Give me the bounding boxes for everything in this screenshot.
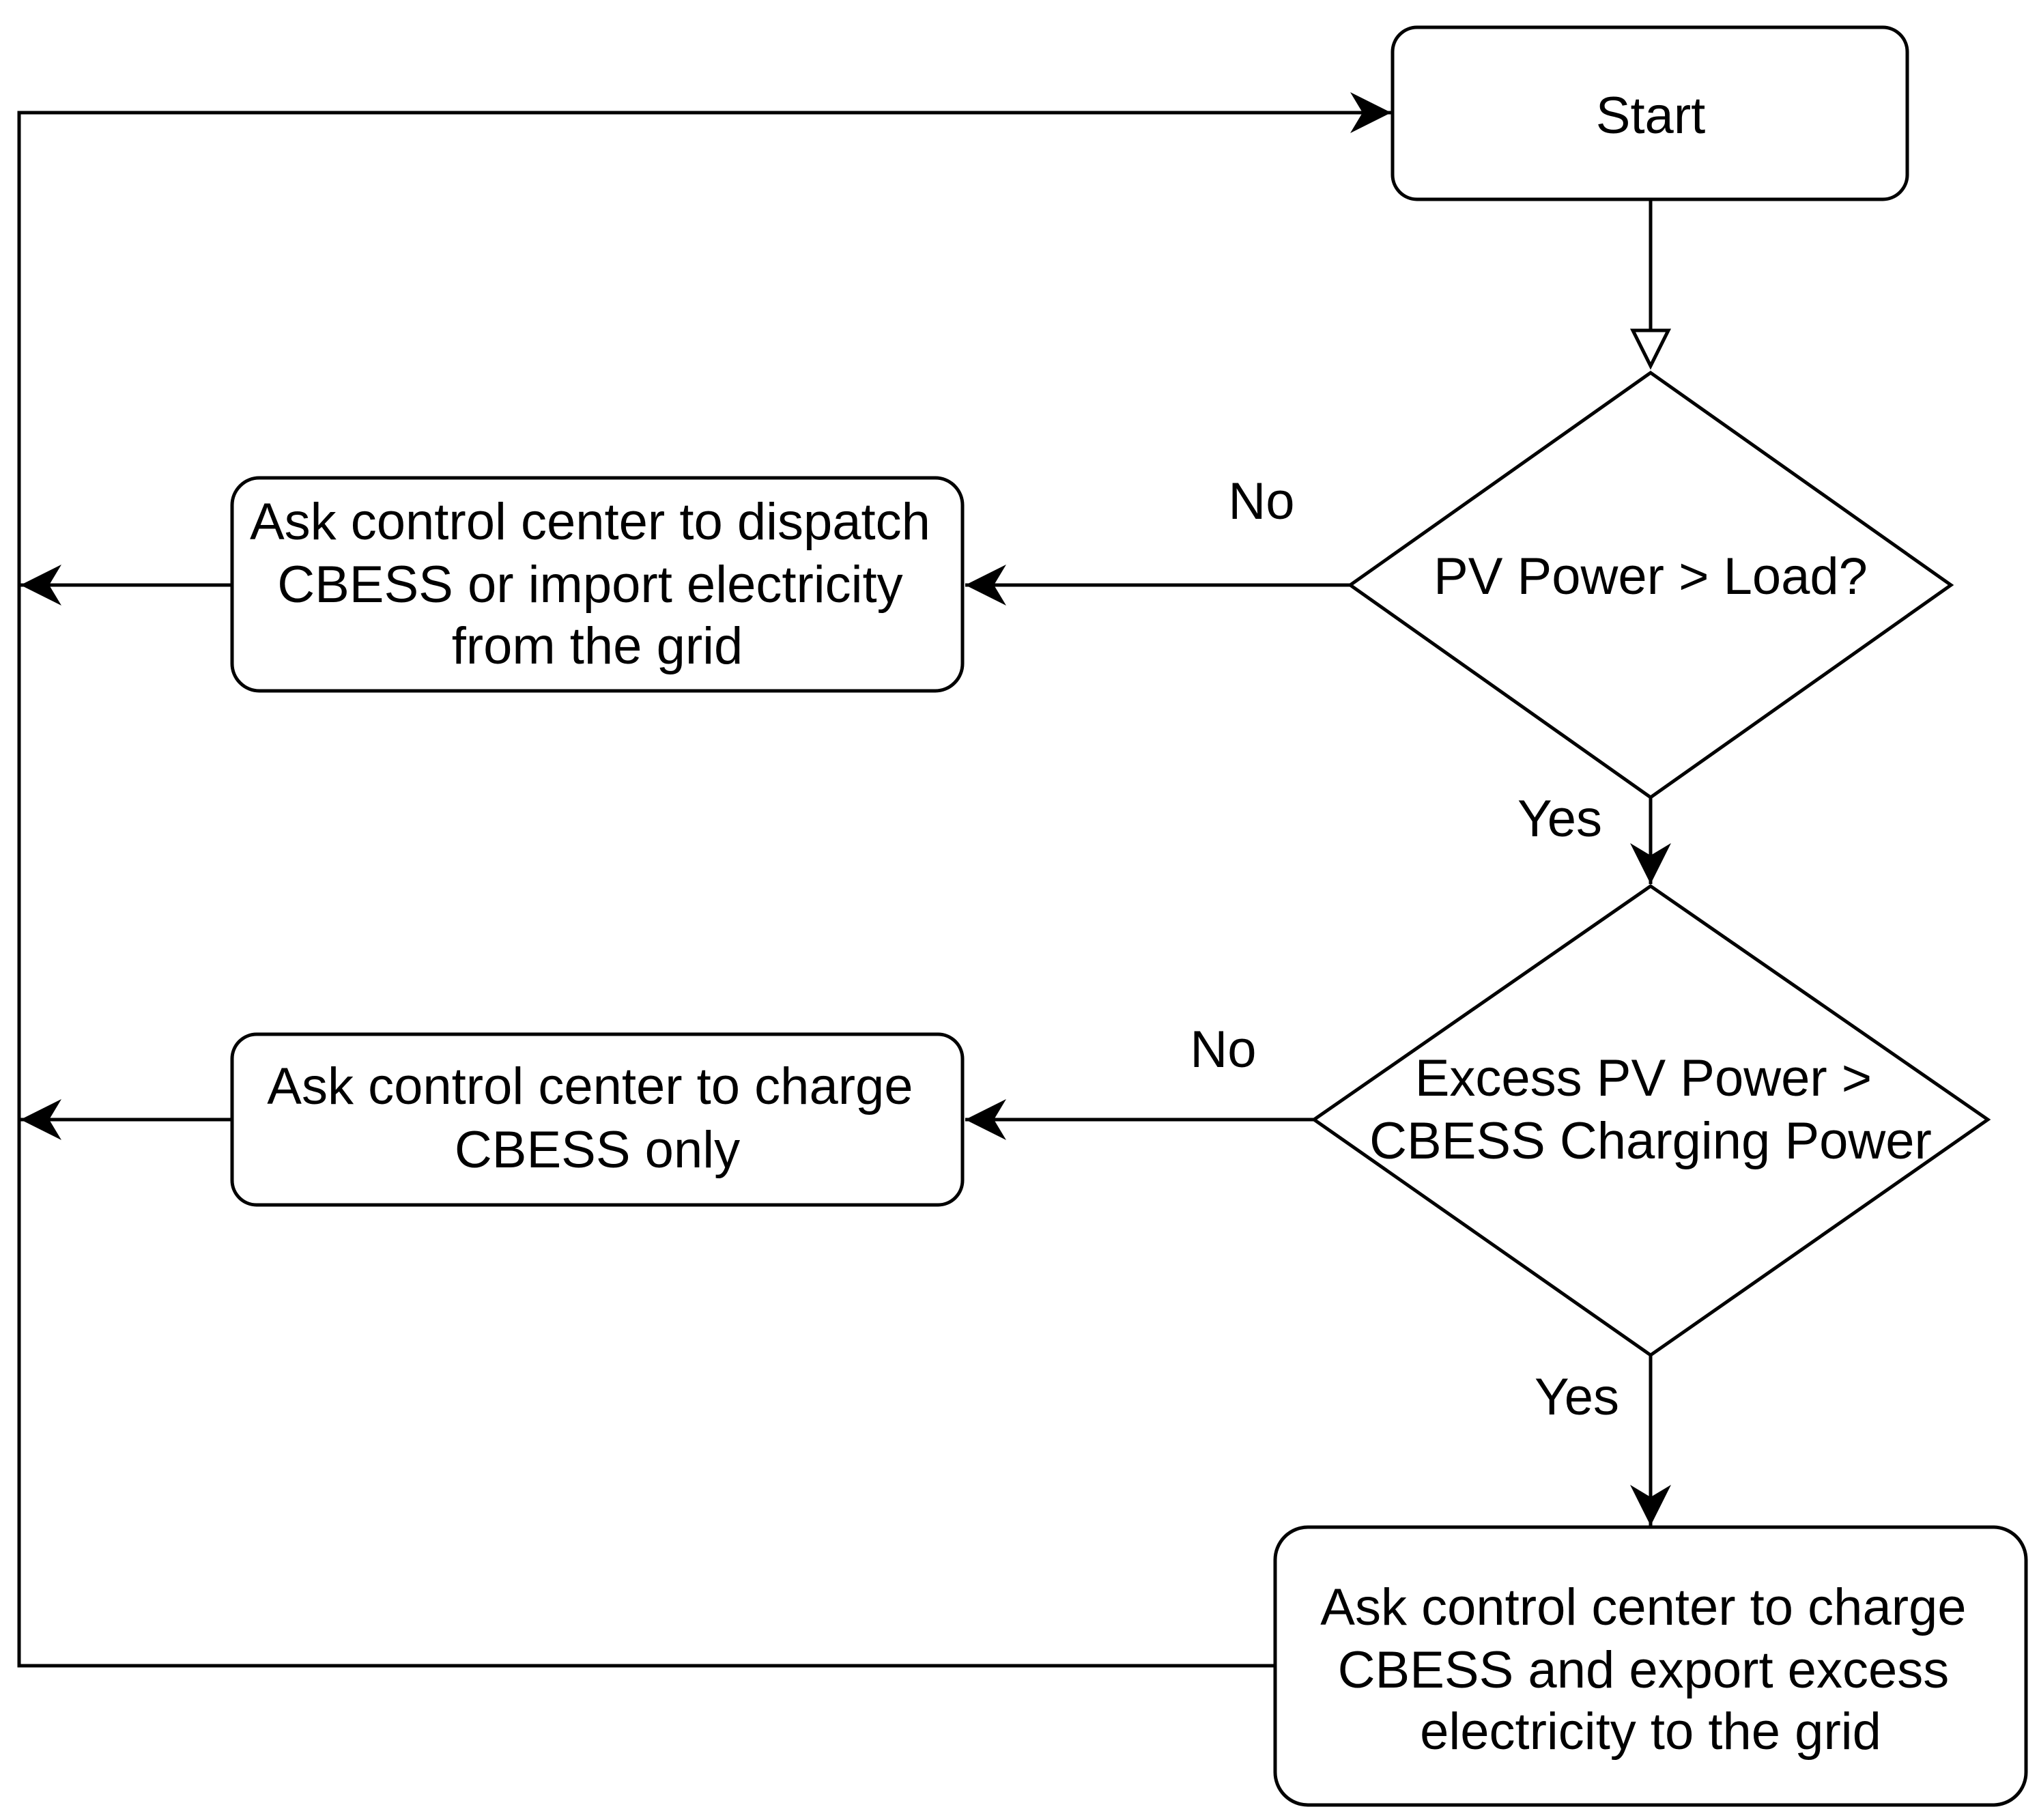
label-no-1: No [1228,472,1294,530]
edge-return-loop [17,111,1391,1668]
node-labels: Start PV Power > Load? Excess PV Power >… [250,87,1980,1761]
decision-excess-line-1: Excess PV Power > [1415,1049,1872,1107]
start-node [1391,25,1909,201]
arrow-head-icon [965,1099,1006,1140]
decision-excess-label: Excess PV Power > CBESS Charging Power [1369,1049,1932,1170]
charge-only-label: Ask control center to charge CBESS only [267,1057,927,1179]
charge-export-line-1: Ask control center to charge [1320,1578,1966,1636]
label-no-2: No [1190,1021,1256,1079]
shapes [230,25,2028,1807]
decision-pv-load-label: PV Power > Load? [1434,548,1868,606]
dispatch-node [230,476,965,693]
dispatch-label: Ask control center to dispatch CBESS or … [250,493,945,675]
label-yes-1: Yes [1517,790,1602,848]
arrow-head-icon [20,1099,61,1140]
charge-only-line-2: CBESS only [455,1121,740,1179]
decision-excess-line-2: CBESS Charging Power [1369,1112,1932,1170]
label-yes-2: Yes [1535,1368,1619,1426]
charge-export-label: Ask control center to charge CBESS and e… [1320,1578,1980,1761]
edge-labels: No Yes No Yes [1190,472,1619,1426]
charge-only-node [230,1032,965,1207]
charge-export-node [1273,1525,2028,1807]
arrow-head-icon [1630,843,1671,884]
decision-excess-pv [1311,883,1991,1358]
dispatch-line-2: CBESS or import electricity [277,556,902,614]
arrow-head-icon [1350,92,1391,133]
charge-export-line-2: CBESS and export excess [1338,1641,1950,1699]
open-arrow-head-icon [1629,328,1672,370]
charge-export-line-3: electricity to the grid [1420,1703,1881,1761]
dispatch-line-1: Ask control center to dispatch [250,493,930,551]
connectors [17,92,1672,1668]
start-label: Start [1596,87,1706,145]
dispatch-line-3: from the grid [452,617,743,675]
charge-only-line-1: Ask control center to charge [267,1057,913,1115]
arrow-head-icon [965,565,1006,606]
arrow-head-icon [20,565,61,606]
arrow-head-icon [1630,1485,1671,1526]
decision-pv-load [1347,370,1954,800]
